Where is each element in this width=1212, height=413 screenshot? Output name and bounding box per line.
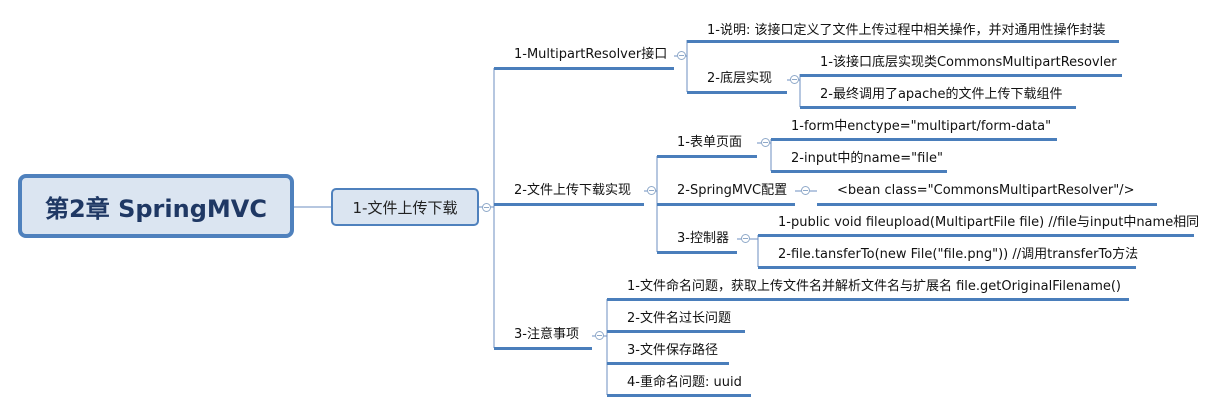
node-filename-issue-underline (607, 298, 1129, 301)
branch-multipartresolver-underline (494, 67, 674, 70)
connector-line (644, 156, 658, 252)
node-transferto-call[interactable]: 2-file.tansferTo(new File("file.png")) /… (778, 247, 1139, 262)
node-multipart-description-underline (687, 40, 1119, 43)
node-rename-uuid[interactable]: 4-重命名问题: uuid (627, 375, 742, 390)
node-form-enctype[interactable]: 1-form中enctype="multipart/form-data" (791, 119, 1052, 134)
node-save-path-underline (607, 362, 729, 365)
node-underlying-impl[interactable]: 2-底层实现 (707, 71, 772, 86)
node-commons-impl-class-underline (800, 74, 1122, 77)
branch-notes-collapse-toggle[interactable] (595, 331, 604, 340)
node-filename-issue[interactable]: 1-文件命名问题，获取上传文件名并解析文件名与扩展名 file.getOrigi… (627, 279, 1122, 294)
branch-multipartresolver-collapse-toggle[interactable] (677, 51, 686, 60)
node-bean-config-underline (817, 203, 1157, 206)
node-input-name-underline (771, 170, 947, 173)
node-underlying-impl-underline (687, 91, 787, 94)
connector-line (592, 299, 608, 395)
node-form-page[interactable]: 1-表单页面 (677, 135, 742, 150)
root-topic[interactable]: 第2章 SpringMVC (18, 174, 294, 238)
connector-line (674, 40, 688, 92)
node-fileupload-method[interactable]: 1-public void fileupload(MultipartFile f… (778, 215, 1200, 230)
node-springmvc-config-underline (657, 203, 795, 206)
branch-notes-underline (494, 347, 592, 350)
branch-upload-download-collapse-toggle[interactable] (647, 186, 656, 195)
node-controller-underline (657, 251, 737, 254)
node-apache-component[interactable]: 2-最终调用了apache的文件上传下载组件 (820, 87, 1063, 102)
node-commons-impl-class[interactable]: 1-该接口底层实现类CommonsMultipartResovler (820, 55, 1117, 70)
branch-upload-download-underline (494, 203, 644, 206)
node-underlying-impl-collapse-toggle[interactable] (790, 75, 799, 84)
node-long-filename-issue-underline (607, 330, 745, 333)
node-form-enctype-underline (771, 138, 1057, 141)
node-multipart-description[interactable]: 1-说明: 该接口定义了文件上传过程中相关操作，并对通用性操作封装 (707, 23, 1106, 38)
branch-upload-download-label[interactable]: 2-文件上传下载实现 (514, 183, 631, 198)
node-controller[interactable]: 3-控制器 (677, 231, 729, 246)
node-controller-collapse-toggle[interactable] (741, 234, 750, 243)
node-transferto-call-underline (758, 266, 1136, 269)
node-save-path[interactable]: 3-文件保存路径 (627, 343, 718, 358)
node-long-filename-issue[interactable]: 2-文件名过长问题 (627, 311, 731, 326)
node-bean-config[interactable]: <bean class="CommonsMultipartResolver"/> (837, 183, 1135, 198)
branch-multipartresolver-label[interactable]: 1-MultipartResolver接口 (514, 47, 668, 62)
branch-notes-label[interactable]: 3-注意事项 (514, 327, 579, 342)
main-topic[interactable]: 1-文件上传下载 (331, 188, 479, 226)
node-springmvc-config[interactable]: 2-SpringMVC配置 (677, 183, 788, 198)
main-topic-collapse-toggle[interactable] (482, 203, 491, 212)
node-rename-uuid-underline (607, 394, 751, 397)
node-form-page-underline (657, 155, 757, 158)
node-input-name[interactable]: 2-input中的name="file" (791, 151, 943, 166)
node-form-page-collapse-toggle[interactable] (761, 138, 770, 147)
node-springmvc-config-collapse-toggle[interactable] (801, 186, 810, 195)
node-fileupload-method-underline (758, 234, 1194, 237)
node-apache-component-underline (800, 106, 1076, 109)
